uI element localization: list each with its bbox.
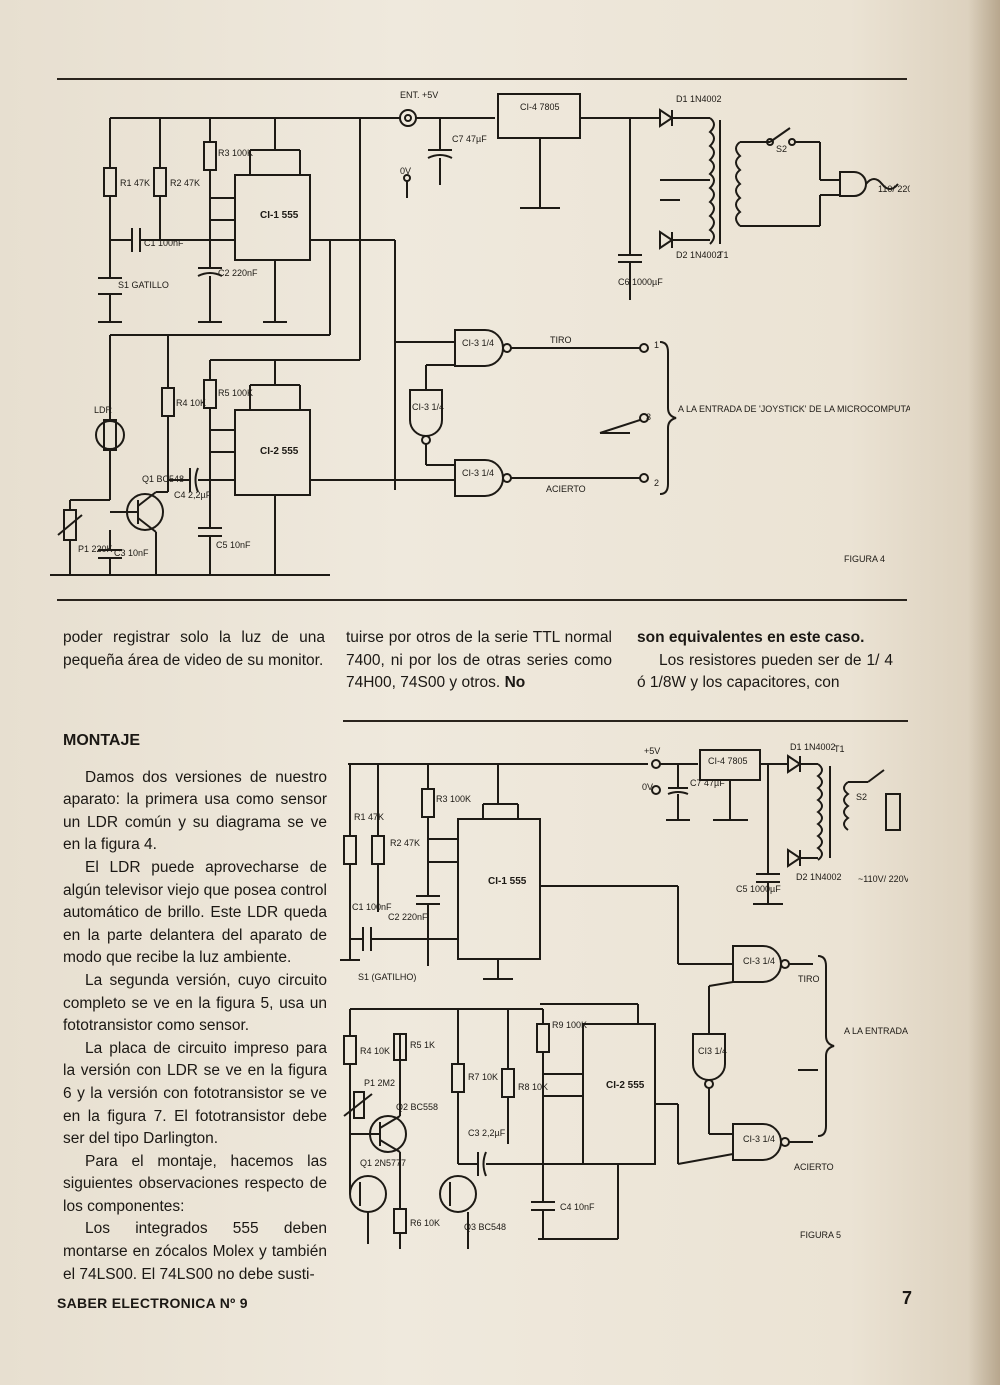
fig4-pin1: 1: [654, 340, 659, 350]
fig5-ci3c-label: CI-3 1/4: [743, 1134, 775, 1144]
fig5-t1-label: T1: [834, 744, 845, 754]
fig4-caption: FIGURA 4: [844, 554, 885, 564]
fig5-ci3a-label: CI-3 1/4: [743, 956, 775, 966]
fig4-ci3-mid-label: CI-3 1/4: [412, 402, 444, 412]
fig4-c6-label: C6 1000µF: [618, 277, 663, 287]
fig4-joystick-label: A LA ENTRADA DE 'JOYSTICK' DE LA MICROCO…: [678, 404, 910, 414]
fig4-ent-label: ENT. +5V: [400, 90, 438, 100]
fig4-d2-label: D2 1N4002: [676, 250, 722, 260]
mid-rule: [57, 599, 907, 601]
fig4-r5-label: R5 100K: [218, 388, 253, 398]
fig4-r1-label: R1 47K: [120, 178, 150, 188]
fig4-s1-label: S1 GATILLO: [118, 280, 169, 290]
fig4-tiro-label: TIRO: [550, 335, 572, 345]
figure4-schematic: ENT. +5V C7 47µF 0V CI-4 7805 D1 1N4002 …: [50, 90, 910, 576]
fig5-r5-label: R5 1K: [410, 1040, 435, 1050]
paragraph-1: Damos dos versiones de nuestro aparato: …: [63, 768, 327, 854]
fig4-ci3-bot-label: CI-3 1/4: [462, 468, 494, 478]
page-edge-shadow: [968, 0, 1000, 1385]
fig4-ci3-top-label: CI-3 1/4: [462, 338, 494, 348]
fig5-ci3b-label: CI3 1/4: [698, 1046, 727, 1056]
fig5-r1-label: R1 47K: [354, 812, 384, 822]
paragraph-2: El LDR puede aprovecharse de algún telev…: [63, 858, 327, 967]
fig5-r2-label: R2 47K: [390, 838, 420, 848]
fig4-c2-label: C2 220nF: [218, 268, 258, 278]
fig5-c1-label: C1 100nF: [352, 902, 392, 912]
fig4-pin2: 2: [654, 478, 659, 488]
fig5-r7-label: R7 10K: [468, 1072, 498, 1082]
fig5-c5-label: C5 1000µF: [736, 884, 781, 894]
fig5-joystick-label: A LA ENTRADA DE 'JOYSTICK' DE LA MICRO: [844, 1026, 908, 1036]
fig4-c7-label: C7 47µF: [452, 134, 487, 144]
text-col-left: MONTAJE Damos dos versiones de nuestro a…: [63, 730, 327, 1286]
fig4-mains-label: 110/ 220V: [878, 184, 910, 194]
fig5-q1-label: Q1 2N5777: [360, 1158, 406, 1168]
fig5-c2-label: C2 220nF: [388, 912, 428, 922]
text-col-mid-top: tuirse por otros de la serie TTL normal …: [346, 627, 612, 695]
figure5-schematic: +5V 0V CI-4 7805 C7 47µF D1 1N4002 D2 1N…: [340, 742, 908, 1249]
fig5-s2-label: S2: [856, 792, 867, 802]
fig4-p1-label: P1 220K: [78, 544, 113, 554]
magazine-footer: SABER ELECTRONICA Nº 9: [57, 1295, 248, 1311]
fig5-s1-label: S1 (GATILHO): [358, 972, 416, 982]
fig5-r6-label: R6 10K: [410, 1218, 440, 1228]
fig4-r3-label: R3 100K: [218, 148, 253, 158]
mid-top-bold: No: [504, 674, 526, 692]
fig5-c3-label: C3 2,2µF: [468, 1128, 506, 1138]
fig5-q3-label: Q3 BC548: [464, 1222, 506, 1232]
paragraph-4: La placa de circuito impreso para la ver…: [63, 1039, 327, 1148]
fig4-d1-label: D1 1N4002: [676, 94, 722, 104]
fig5-r3-label: R3 100K: [436, 794, 471, 804]
fig5-p1-label: P1 2M2: [364, 1078, 395, 1088]
fig4-t1-label: T1: [718, 250, 729, 260]
fig4-ov-label: 0V: [400, 166, 411, 176]
left-top-paragraph: poder registrar solo la luz de una peque…: [63, 629, 325, 669]
fig4-ci1-label: CI-1 555: [260, 210, 299, 221]
fig4-r2-label: R2 47K: [170, 178, 200, 188]
fig5-r9-label: R9 100K: [552, 1020, 587, 1030]
fig4-c3-label: C3 10nF: [114, 548, 149, 558]
fig4-ldr-label: LDR: [94, 405, 113, 415]
fig5-ov-label: 0V: [642, 782, 653, 792]
page-number: 7: [902, 1288, 913, 1308]
fig5-q2-label: Q2 BC558: [396, 1102, 438, 1112]
fig5-d2-label: D2 1N4002: [796, 872, 842, 882]
fig5-ci2-label: CI-2 555: [606, 1080, 645, 1091]
fig5-v5-label: +5V: [644, 746, 660, 756]
fig5-r8-label: R8 10K: [518, 1082, 548, 1092]
fig4-ci2-label: CI-2 555: [260, 446, 299, 457]
fig4-c1-label: C1 100nF: [144, 238, 184, 248]
paragraph-5: Para el montaje, hacemos las siguientes …: [63, 1152, 327, 1215]
fig4-s2-label: S2: [776, 144, 787, 154]
fig5-r4-label: R4 10K: [360, 1046, 390, 1056]
fig4-c5-label: C5 10nF: [216, 540, 251, 550]
fig5-d1-label: D1 1N4002: [790, 742, 836, 752]
fig5-ci1-label: CI-1 555: [488, 876, 527, 887]
fig5-caption: FIGURA 5: [800, 1230, 841, 1240]
paragraph-3: La segunda versión, cuyo circuito comple…: [63, 971, 327, 1035]
section-heading: MONTAJE: [63, 732, 141, 749]
text-col-left-top: poder registrar solo la luz de una peque…: [63, 627, 325, 672]
fig5-acierto-label: ACIERTO: [794, 1162, 834, 1172]
mid-top-text: tuirse por otros de la serie TTL normal …: [346, 629, 612, 692]
right-top-paragraph: Los resistores pueden ser de 1/ 4 ó 1/8W…: [637, 651, 893, 692]
fig4-pin3: 3: [646, 412, 651, 422]
top-rule: [57, 78, 907, 80]
fig5-rule: [343, 720, 908, 722]
fig4-ci4-label: CI-4 7805: [520, 102, 560, 112]
fig5-ci4-label: CI-4 7805: [708, 756, 748, 766]
fig5-tiro-label: TIRO: [798, 974, 820, 984]
fig4-acierto-label: ACIERTO: [546, 484, 586, 494]
fig5-mains-label: ~110V/ 220V: [858, 874, 908, 884]
fig4-q1-label: Q1 BC548: [142, 474, 184, 484]
fig5-c4-label: C4 10nF: [560, 1202, 595, 1212]
fig4-r4-label: R4 10K: [176, 398, 206, 408]
mid-top-paragraph: tuirse por otros de la serie TTL normal …: [346, 627, 612, 695]
fig4-c4-label: C4 2,2µF: [174, 490, 212, 500]
fig5-c7-label: C7 47µF: [690, 778, 725, 788]
text-col-right-top: son equivalentes en este caso. Los resis…: [637, 627, 893, 695]
paragraph-6: Los integrados 555 deben montarse en zóc…: [63, 1220, 327, 1283]
right-top-bold: son equivalentes en este caso.: [637, 629, 865, 646]
